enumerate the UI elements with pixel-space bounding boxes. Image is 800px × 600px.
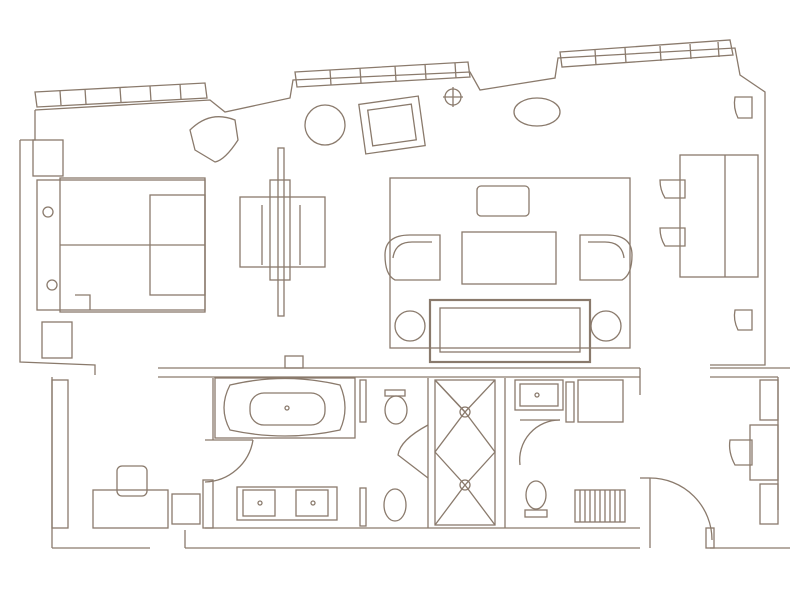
- powder-door: [519, 419, 561, 466]
- desk: [679, 154, 759, 278]
- armchair-bedroom: [189, 116, 239, 163]
- club-chair-right: [579, 234, 633, 281]
- oval-table: [513, 97, 561, 127]
- balcony-railing-left: [34, 82, 208, 108]
- bed: [36, 177, 206, 313]
- round-side-table: [304, 104, 346, 146]
- shower: [434, 379, 496, 526]
- exterior-walls: [19, 47, 790, 549]
- chair-top-right: [733, 96, 753, 119]
- side-table-left: [394, 310, 426, 342]
- water-closet-door: [397, 424, 429, 479]
- balcony-railing-right: [559, 39, 734, 68]
- tv-unit: [284, 355, 304, 369]
- bathtub: [214, 377, 356, 439]
- floor-lamp: [443, 87, 463, 107]
- closet-cabinet: [577, 379, 624, 423]
- coffee-table: [461, 231, 557, 285]
- entry-door: [640, 477, 715, 549]
- partition: [359, 487, 367, 527]
- club-chair-left: [384, 234, 441, 281]
- partition: [565, 381, 575, 423]
- desk-chair-top: [659, 179, 686, 199]
- chair-bottom-right: [733, 309, 753, 331]
- toilet-powder: [524, 480, 548, 518]
- bathroom-door: [204, 439, 254, 483]
- closet-rack: [574, 489, 626, 523]
- ottoman: [476, 185, 530, 217]
- armchair-living: [358, 95, 426, 155]
- side-table-right: [590, 310, 622, 342]
- toilet-master: [384, 389, 408, 425]
- rug: [389, 177, 631, 349]
- right-room-furniture: [728, 379, 779, 525]
- sofa: [428, 298, 592, 364]
- wardrobe: [51, 379, 69, 529]
- vanity-desk: [92, 465, 201, 529]
- tv-console: [239, 147, 326, 317]
- double-vanity: [236, 486, 338, 521]
- nightstand-top: [32, 139, 64, 218]
- partition: [202, 479, 214, 529]
- balcony-railing-center: [294, 61, 471, 88]
- bidet: [383, 488, 407, 522]
- powder-sink: [514, 379, 564, 411]
- nightstand-bottom: [41, 279, 73, 359]
- desk-chair-bottom: [659, 227, 686, 247]
- partition: [359, 379, 367, 423]
